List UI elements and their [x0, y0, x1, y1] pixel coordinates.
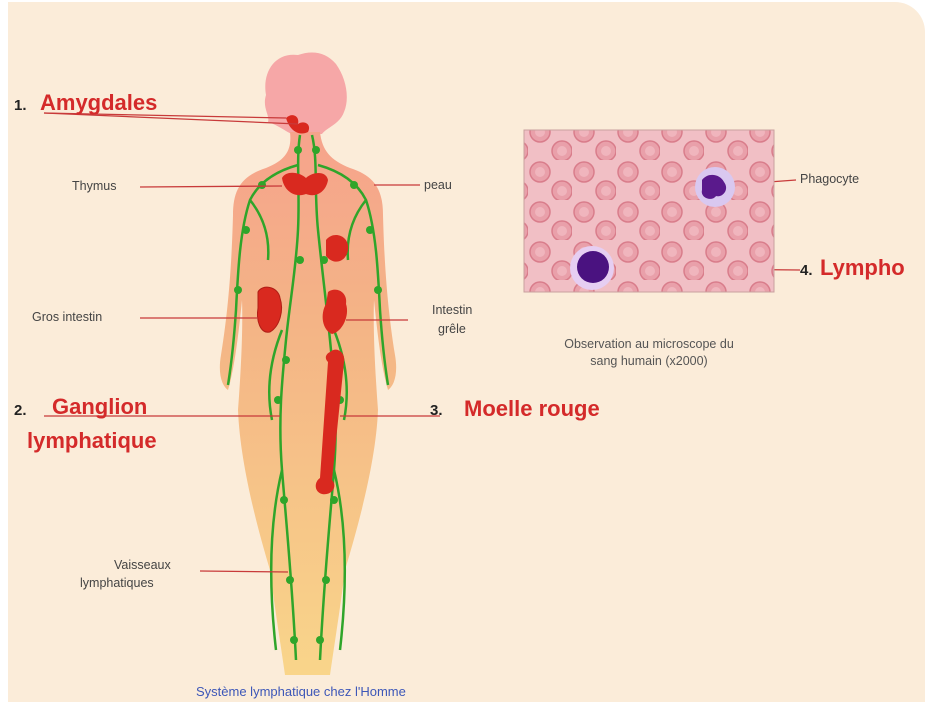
label-ganglion-line1: Ganglion	[52, 394, 147, 420]
label-1-number: 1.	[14, 97, 27, 114]
figure-caption: Système lymphatique chez l'Homme	[196, 684, 406, 699]
micrograph-caption-line1: Observation au microscope du	[524, 336, 774, 353]
micrograph	[524, 130, 774, 292]
label-4-number: 4.	[800, 262, 813, 279]
label-peau: peau	[424, 178, 452, 192]
label-phagocyte: Phagocyte	[800, 172, 859, 186]
micrograph-caption: Observation au microscope du sang humain…	[524, 336, 774, 370]
label-amygdales: Amygdales	[40, 90, 157, 116]
label-vaisseaux-line2: lymphatiques	[80, 576, 154, 590]
label-vaisseaux-line1: Vaisseaux	[114, 558, 171, 572]
label-thymus: Thymus	[72, 179, 116, 193]
label-moelle-rouge: Moelle rouge	[464, 396, 600, 422]
label-2-number: 2.	[14, 402, 27, 419]
micrograph-caption-line2: sang humain (x2000)	[524, 353, 774, 370]
label-intestin-grele-line2: grêle	[438, 322, 466, 336]
head-silhouette	[265, 52, 347, 134]
label-3-number: 3.	[430, 402, 443, 419]
label-intestin-grele-line1: Intestin	[432, 303, 472, 317]
label-ganglion-line2: lymphatique	[27, 428, 157, 454]
label-gros-intestin: Gros intestin	[32, 310, 102, 324]
label-lympho: Lympho	[820, 255, 905, 281]
